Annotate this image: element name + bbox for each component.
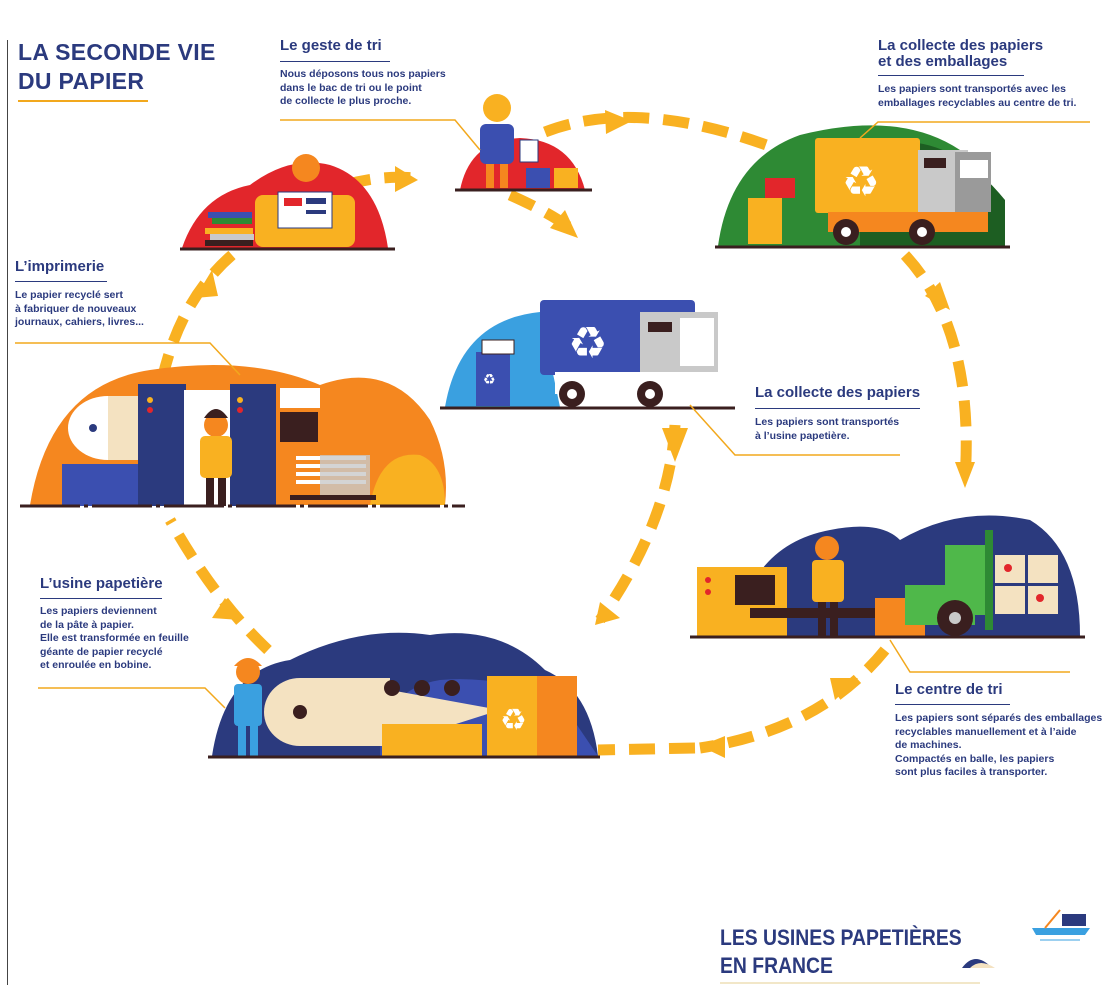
arrowhead-8 bbox=[595, 602, 620, 625]
step-centre-text: Les papiers sont séparés des emballages … bbox=[895, 712, 1103, 778]
orange-truck-cargo bbox=[815, 138, 920, 213]
island-icon bbox=[962, 959, 995, 968]
arrowhead-6 bbox=[700, 736, 725, 758]
printer-body-2 bbox=[230, 384, 276, 506]
woman-body bbox=[480, 124, 514, 164]
leader-centre bbox=[889, 639, 1070, 673]
arrowhead-4 bbox=[955, 462, 975, 488]
step-collecte-underline bbox=[755, 408, 920, 409]
step-imprimerie-underline bbox=[15, 281, 107, 282]
scene-centre-tri bbox=[690, 515, 1085, 639]
step-geste-underline bbox=[280, 61, 390, 62]
blue-bin bbox=[526, 168, 550, 188]
footer-title: LES USINES PAPETIÈRES EN FRANCE bbox=[720, 924, 962, 980]
arrow-path-usine-to-imprimerie bbox=[165, 517, 272, 654]
arrow-path-collecte-down bbox=[595, 424, 681, 624]
step-usine-text: Les papiers deviennent de la pâte à papi… bbox=[40, 605, 189, 671]
arrowhead-5 bbox=[830, 678, 858, 700]
scene-collecte-emballages: ♻ bbox=[715, 125, 1010, 249]
scene-collecte-papiers: ♻ ♻ bbox=[440, 300, 735, 410]
paper-sheet bbox=[519, 139, 539, 163]
usine-worker bbox=[234, 658, 262, 756]
arrow-heads bbox=[195, 110, 975, 758]
printer-base bbox=[62, 464, 142, 506]
step-collecte-text: Les papiers sont transportés à l’usine p… bbox=[755, 416, 900, 442]
printer-body-1 bbox=[138, 384, 186, 506]
step-collecte-title: La collecte des papiers bbox=[755, 384, 921, 401]
footer-line-1: LES USINES PAPETIÈRES bbox=[720, 925, 962, 950]
cycle-arrows bbox=[156, 111, 972, 756]
left-border bbox=[7, 40, 8, 985]
crane-boat-icon bbox=[1032, 909, 1090, 941]
leader-collecte bbox=[689, 404, 900, 456]
paper-bales bbox=[995, 555, 1058, 614]
step-usine-underline bbox=[40, 598, 162, 599]
blue-bin-street bbox=[476, 352, 510, 406]
arrow-path-centre-to-usine bbox=[699, 646, 890, 754]
books-stack bbox=[205, 212, 254, 246]
page-title-line-1: LA SECONDE VIE bbox=[18, 39, 216, 65]
step-imprimerie-title: L’imprimerie bbox=[15, 258, 105, 275]
scene-geste bbox=[455, 94, 592, 192]
forklift bbox=[905, 530, 993, 636]
leader-geste bbox=[280, 119, 481, 151]
leader-lines bbox=[15, 119, 1090, 709]
step-geste-title: Le geste de tri bbox=[280, 37, 382, 54]
step-emballages-title: La collecte des papiers et des emballage… bbox=[878, 37, 1044, 70]
footer-line-2: EN FRANCE bbox=[720, 953, 833, 978]
leader-usine bbox=[38, 687, 226, 709]
sorting-worker bbox=[812, 536, 844, 636]
footer-underline bbox=[720, 982, 980, 984]
printer-worker bbox=[200, 409, 232, 506]
step-emballages-underline bbox=[878, 75, 1024, 76]
arrowhead-7 bbox=[662, 428, 688, 462]
svg-text:♻: ♻ bbox=[483, 372, 496, 388]
arrowhead-11 bbox=[550, 210, 578, 238]
scene-reading bbox=[180, 154, 395, 251]
step-imprimerie-text: Le papier recyclé sert à fabriquer de no… bbox=[15, 289, 144, 328]
recycling-symbol-1: ♻ bbox=[842, 157, 880, 206]
paper-stack bbox=[290, 455, 376, 500]
leader-emballages bbox=[859, 121, 1090, 139]
step-centre-title: Le centre de tri bbox=[895, 681, 1003, 698]
page-title: LA SECONDE VIE DU PAPIER bbox=[18, 38, 216, 96]
step-centre-underline bbox=[895, 704, 1010, 705]
step-geste-text: Nous déposons tous nos papiers dans le b… bbox=[280, 68, 446, 107]
arrowhead-1 bbox=[395, 166, 418, 192]
arrow-path-geste-to-collecte bbox=[507, 189, 579, 237]
arrow-path-emballages-to-centre bbox=[900, 251, 972, 481]
scene-usine: ♻ bbox=[208, 632, 600, 759]
recycling-symbol-2: ♻ bbox=[568, 318, 607, 369]
woman-head bbox=[483, 94, 511, 122]
recycling-symbol-3: ♻ bbox=[500, 703, 527, 738]
step-usine-title: L’usine papetière bbox=[40, 575, 163, 592]
leader-imprimerie bbox=[15, 342, 241, 376]
pulp-machine bbox=[382, 724, 482, 756]
arrow-path-bottom bbox=[597, 742, 696, 756]
arrowhead-9 bbox=[212, 598, 240, 620]
yellow-bin bbox=[554, 168, 578, 188]
sort-bin bbox=[748, 198, 782, 244]
arrowhead-3 bbox=[925, 282, 950, 310]
arrow-path-geste-to-emballages bbox=[543, 111, 788, 158]
arrowhead-10 bbox=[195, 270, 218, 298]
title-underline bbox=[18, 100, 148, 102]
scene-imprimerie bbox=[20, 365, 465, 508]
arrow-path-imprimerie-to-reading bbox=[156, 250, 236, 382]
step-emballages-text: Les papiers sont transportés avec les em… bbox=[878, 83, 1077, 109]
page-title-line-2: DU PAPIER bbox=[18, 68, 145, 94]
reader-head bbox=[292, 154, 320, 182]
arrowhead-2 bbox=[605, 110, 632, 134]
